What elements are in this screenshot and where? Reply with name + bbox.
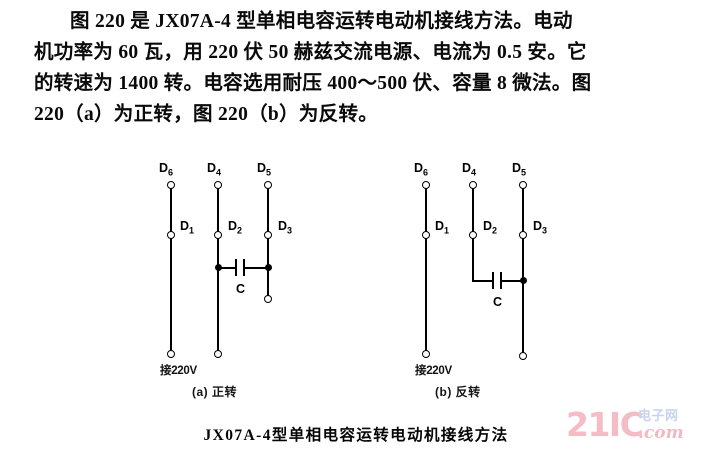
wire-cap-right-b <box>502 279 523 282</box>
article-paragraph: 图 220 是 JX07A-4 型单相电容运转电动机接线方法。电动 机功率为 6… <box>34 6 682 130</box>
terminal-bottom-col1-a <box>167 350 175 358</box>
label-d1-b: D1 <box>435 219 450 236</box>
figure-caption-text: JX07A-4型单相电容运转电动机接线方法 <box>203 427 509 444</box>
wire-col1-b <box>425 188 427 358</box>
wire-col2-a <box>217 188 219 358</box>
watermark: 21IC 电子网 .com <box>566 406 706 450</box>
circuit-diagram-a: D6 D1 D4 D2 D5 D3 <box>150 150 390 400</box>
watermark-domain: .com <box>638 423 684 443</box>
sub-caption-a: (a) 正转 <box>192 385 238 399</box>
terminal-bottom-col2-a <box>214 350 222 358</box>
terminal-d1-b <box>422 231 430 239</box>
terminal-d3-a <box>264 231 272 239</box>
label-d6-b: D6 <box>414 161 429 178</box>
label-d1-a: D1 <box>180 219 195 236</box>
label-d3-b: D3 <box>533 219 548 236</box>
sub-caption-b: (b) 反转 <box>435 385 481 399</box>
label-capacitor-a: C <box>236 282 246 296</box>
wire-cap-right-a <box>245 266 268 269</box>
capacitor-plate-right-a <box>243 259 246 276</box>
terminal-d2-a <box>214 231 222 239</box>
label-d5-b: D5 <box>512 161 527 178</box>
wire-cap-left-b <box>472 279 492 282</box>
label-d3-a: D3 <box>278 219 293 236</box>
junction-cap-right-a <box>264 264 272 271</box>
paragraph-line-3: 的转速为 1400 转。电容选用耐压 400～500 伏、容量 8 微法。图 <box>34 73 592 94</box>
capacitor-plate-left-b <box>492 272 495 289</box>
label-d2-a: D2 <box>228 219 243 236</box>
wire-cap-left-a <box>217 266 235 269</box>
figure-caption: JX07A-4型单相电容运转电动机接线方法 <box>0 423 712 445</box>
terminal-bottom-col3-b <box>519 352 527 360</box>
wire-col3-a <box>267 188 269 298</box>
capacitor-plate-right-b <box>500 272 503 289</box>
wire-col1-a <box>170 188 172 358</box>
terminal-d1-a <box>167 231 175 239</box>
terminal-bottom-col1-b <box>422 350 430 358</box>
terminal-d3-b <box>519 231 527 239</box>
label-d4-a: D4 <box>207 161 222 178</box>
capacitor-plate-left-a <box>235 259 238 276</box>
paragraph-line-4: 220（a）为正转，图 220（b）为反转。 <box>34 104 379 125</box>
paragraph-line-2: 机功率为 60 瓦，用 220 伏 50 赫兹交流电源、电流为 0.5 安。它 <box>34 42 587 63</box>
watermark-chinese: 电子网 <box>638 408 679 423</box>
label-d6-a: D6 <box>159 161 174 178</box>
wire-col3-b <box>522 188 524 360</box>
label-d2-b: D2 <box>483 219 498 236</box>
paragraph-line-1: 图 220 是 JX07A-4 型单相电容运转电动机接线方法。电动 <box>70 11 573 32</box>
terminal-bottom-col3-a <box>264 295 272 303</box>
circuit-diagram-b: D6 D1 D4 D2 D5 D3 <box>405 150 645 400</box>
mains-label-a: 接220V <box>160 365 197 377</box>
label-d4-b: D4 <box>462 161 477 178</box>
label-capacitor-b: C <box>493 295 503 309</box>
figure-area: D6 D1 D4 D2 D5 D3 <box>0 150 712 454</box>
mains-label-b: 接220V <box>415 365 452 377</box>
terminal-d2-b <box>469 231 477 239</box>
label-d5-a: D5 <box>257 161 272 178</box>
junction-cap-right-b <box>519 277 527 284</box>
watermark-brand: 21IC <box>566 405 644 444</box>
